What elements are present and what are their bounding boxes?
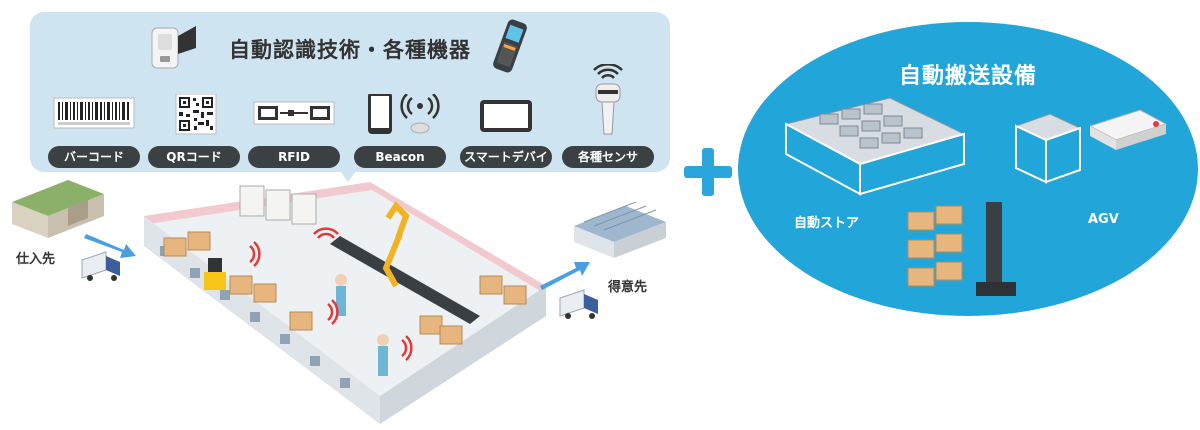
tech-pill-rfid: RFID [248, 146, 340, 168]
supplier-warehouse-icon [8, 176, 108, 242]
tech-pill-beacon: Beacon [354, 146, 446, 168]
tech-pill-qr-code: QRコード [148, 146, 240, 168]
tech-pill-sensors: 各種センサ [562, 146, 654, 168]
automation-title: 自動搬送設備 [898, 64, 1037, 89]
customer-warehouse-icon [570, 200, 670, 260]
plus-icon [684, 148, 732, 196]
shelf-carrier-icon [898, 192, 1038, 312]
barcode-icon [48, 94, 140, 138]
rfid-reader-device-icon [148, 18, 200, 78]
agv-label: AGV [1088, 212, 1119, 227]
customer-label: 得意先 [608, 280, 648, 295]
tech-panel-pointer [338, 168, 358, 182]
tech-panel-title: 自動認識技術・各種機器 [229, 38, 471, 62]
tech-item-sensors: 各種センサ [562, 64, 654, 168]
tablet-icon [460, 94, 552, 138]
automated-store-label: 自動ストア [794, 216, 860, 231]
auto-id-tech-panel: 自動認識技術・各種機器 [30, 12, 670, 186]
rfid-tag-icon [248, 94, 340, 138]
outbound-arrow-icon [538, 256, 592, 292]
handheld-scanner-icon [562, 64, 654, 140]
customer-truck-icon [558, 286, 604, 322]
tech-item-rfid: RFID [248, 94, 340, 168]
handheld-terminal-icon [490, 16, 530, 76]
automated-conveyance-ellipse: 自動搬送設備 自動ストア [738, 22, 1198, 316]
tech-item-barcode: バーコード [48, 94, 140, 168]
tech-item-smart-device: スマートデバイス [460, 94, 552, 186]
inbound-arrow-icon [84, 228, 138, 260]
supplier-truck-icon [80, 248, 126, 284]
tech-pill-smart-device: スマートデバイス [460, 146, 552, 186]
automated-store-rack-icon [780, 94, 970, 204]
supplier-label: 仕入先 [16, 252, 56, 267]
tech-item-qr-code: QRコード [148, 94, 240, 168]
agv-cart-icon [1010, 106, 1170, 196]
qr-code-icon [148, 94, 240, 138]
warehouse-illustration [140, 176, 550, 426]
tech-item-beacon: Beacon [354, 94, 446, 168]
beacon-icon [354, 94, 446, 138]
tech-pill-barcode: バーコード [48, 146, 140, 168]
